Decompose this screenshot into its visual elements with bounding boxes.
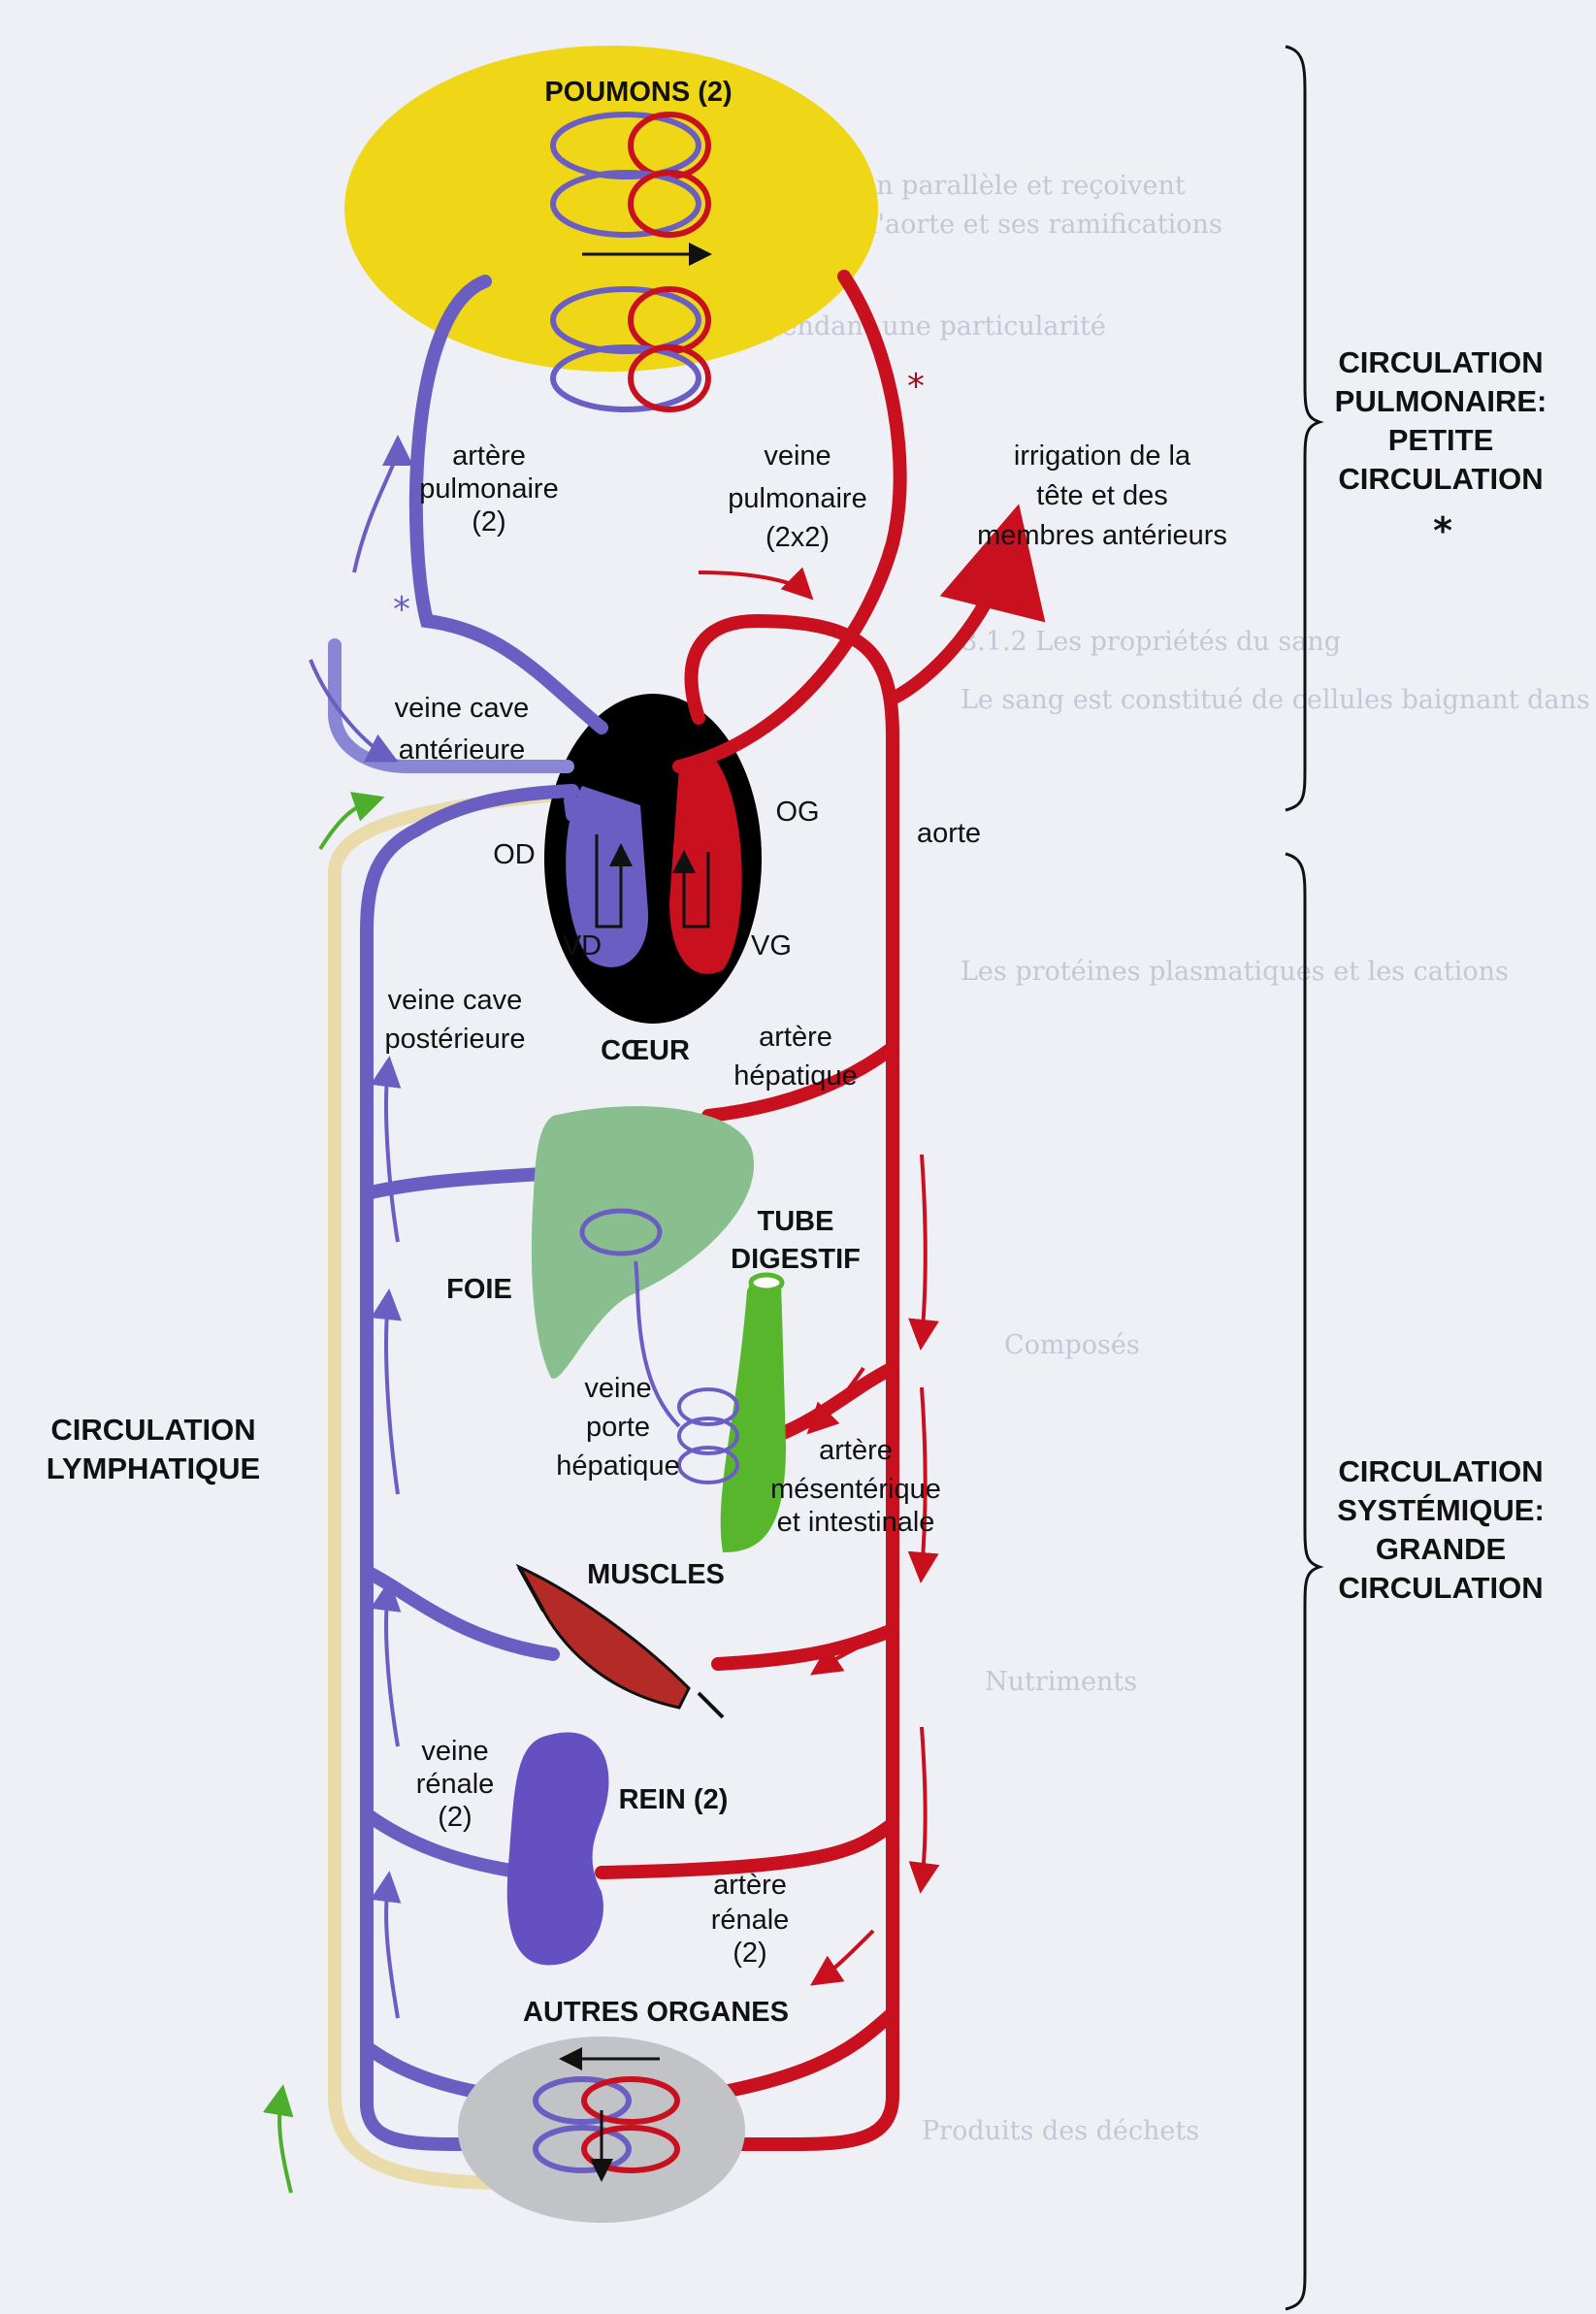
label-line: rénale bbox=[711, 1905, 790, 1936]
systemic-brace bbox=[1285, 852, 1324, 2311]
label-line: CIRCULATION bbox=[1338, 345, 1543, 379]
label-line: pulmonaire bbox=[728, 483, 866, 514]
posterior-vena-cava-label: veine cave postérieure bbox=[384, 985, 525, 1055]
label-line: rénale bbox=[416, 1769, 495, 1800]
label-line: SYSTÉMIQUE: bbox=[1337, 1493, 1545, 1527]
label-line: veine bbox=[421, 1736, 488, 1767]
heart-right-side bbox=[566, 786, 649, 967]
lymphatic-section-label: CIRCULATION LYMPHATIQUE bbox=[47, 1413, 260, 1485]
pulmonary-section-label: CIRCULATION PULMONAIRE: PETITE CIRCULATI… bbox=[1335, 345, 1547, 552]
heart-flow-right bbox=[595, 834, 633, 929]
lungs-label: POUMONS (2) bbox=[544, 77, 732, 108]
label-vg: VG bbox=[751, 930, 792, 961]
label-line: artère bbox=[713, 1870, 787, 1901]
label-line: porte bbox=[586, 1412, 650, 1443]
kidney-shape bbox=[506, 1732, 609, 1966]
label-line: artère bbox=[759, 1022, 832, 1053]
head-irrigation-label: irrigation de la tête et des membres ant… bbox=[977, 440, 1227, 551]
liver-label: FOIE bbox=[446, 1274, 512, 1305]
arteries bbox=[595, 270, 1046, 2151]
label-line: PULMONAIRE: bbox=[1335, 384, 1547, 418]
label-line: (2) bbox=[733, 1938, 766, 1969]
lung-capillaries bbox=[550, 112, 712, 412]
label-line: (2x2) bbox=[765, 522, 830, 553]
label-line: irrigation de la bbox=[1014, 440, 1191, 472]
label-line: pulmonaire bbox=[419, 473, 558, 505]
aorta-vessel bbox=[614, 613, 899, 2151]
label-line: veine bbox=[764, 440, 831, 472]
organ-capillaries bbox=[533, 2047, 680, 2182]
label-line: CIRCULATION bbox=[50, 1413, 255, 1447]
label-line: veine bbox=[584, 1373, 651, 1404]
label-line: (2) bbox=[438, 1802, 472, 1833]
label-line: CIRCULATION bbox=[1338, 462, 1543, 496]
pulmonary-vein-vessel bbox=[672, 270, 907, 773]
gut-capillaries bbox=[634, 1260, 739, 1484]
pulmonary-brace bbox=[1285, 45, 1324, 812]
background-text: Les organes sont disposés en parallèle e… bbox=[505, 171, 1596, 2146]
pulmonary-vein-star: * bbox=[907, 367, 925, 407]
label-line: mésentérique bbox=[770, 1474, 941, 1505]
label-od: OD bbox=[493, 839, 536, 870]
hepatic-artery-label: artère hépatique bbox=[733, 1022, 857, 1092]
heart-left-side bbox=[669, 757, 742, 974]
label-line: (2) bbox=[472, 506, 505, 538]
hepatic-portal-vein-label: veine porte hépatique bbox=[556, 1373, 679, 1482]
bg-line-7: Composés bbox=[1004, 1330, 1140, 1360]
label-line: CIRCULATION bbox=[1338, 1571, 1543, 1605]
label-line: CIRCULATION bbox=[1338, 1454, 1543, 1488]
liver-capillary bbox=[579, 1208, 663, 1256]
pulmonary-artery-label: artère pulmonaire (2) bbox=[419, 440, 558, 538]
mesenteric-artery-label: artère mésentérique et intestinale bbox=[770, 1435, 941, 1538]
label-line: postérieure bbox=[384, 1024, 525, 1055]
label-line: et intestinale bbox=[777, 1507, 935, 1538]
label-line: GRANDE bbox=[1376, 1532, 1506, 1566]
pulmonary-artery-vessel bbox=[408, 275, 608, 734]
systemic-section-label: CIRCULATION SYSTÉMIQUE: GRANDE CIRCULATI… bbox=[1337, 1454, 1545, 1605]
heart-label: CŒUR bbox=[601, 1035, 690, 1066]
label-line: DIGESTIF bbox=[731, 1244, 861, 1275]
bg-line-9: Produits des déchets bbox=[922, 2116, 1199, 2146]
label-line: TUBE bbox=[758, 1206, 834, 1237]
liver-shape bbox=[531, 1106, 755, 1379]
flow-arrows bbox=[262, 435, 940, 2194]
label-line: artère bbox=[819, 1435, 893, 1466]
label-line: LYMPHATIQUE bbox=[47, 1451, 260, 1485]
label-line: hépatique bbox=[556, 1450, 679, 1482]
renal-artery-label: artère rénale (2) bbox=[711, 1870, 790, 1969]
pulmonary-star: * bbox=[1433, 509, 1452, 552]
anterior-vena-cava-label: veine cave antérieure bbox=[395, 693, 530, 766]
label-line: PETITE bbox=[1388, 423, 1494, 457]
label-line: tête et des bbox=[1036, 480, 1167, 511]
bg-line-5: Le sang est constitué de cellules baigna… bbox=[961, 685, 1596, 715]
label-vd: VD bbox=[563, 930, 602, 961]
gut-label: TUBE DIGESTIF bbox=[731, 1206, 861, 1275]
label-line: artère bbox=[452, 440, 526, 472]
renal-vein-label: veine rénale (2) bbox=[416, 1736, 495, 1833]
label-line: veine cave bbox=[395, 693, 530, 724]
pulmonary-artery-star: * bbox=[393, 590, 410, 630]
label-line: membres antérieurs bbox=[977, 520, 1227, 551]
muscle-shape bbox=[515, 1563, 691, 1710]
bg-line-6: Les protéines plasmatiques et les cation… bbox=[961, 957, 1509, 987]
veins bbox=[360, 275, 608, 2151]
label-line: veine cave bbox=[388, 985, 523, 1016]
digestive-tube-shape bbox=[720, 1281, 786, 1552]
label-line: hépatique bbox=[733, 1060, 857, 1092]
muscles-label: MUSCLES bbox=[587, 1559, 725, 1590]
label-og: OG bbox=[775, 797, 819, 828]
other-organs-label: AUTRES ORGANES bbox=[523, 1997, 789, 2028]
anterior-vena-cava-vessel bbox=[328, 638, 574, 773]
bg-line-8: Nutriments bbox=[985, 1667, 1137, 1697]
pulmonary-vein-label: veine pulmonaire (2x2) bbox=[728, 440, 866, 553]
aorta-label: aorte bbox=[917, 818, 981, 849]
kidney-label: REIN (2) bbox=[619, 1784, 729, 1815]
bg-line-4: 8.1.2 Les propriétés du sang bbox=[961, 627, 1341, 657]
label-line: antérieure bbox=[399, 734, 526, 766]
heart-flow-left bbox=[672, 850, 710, 929]
